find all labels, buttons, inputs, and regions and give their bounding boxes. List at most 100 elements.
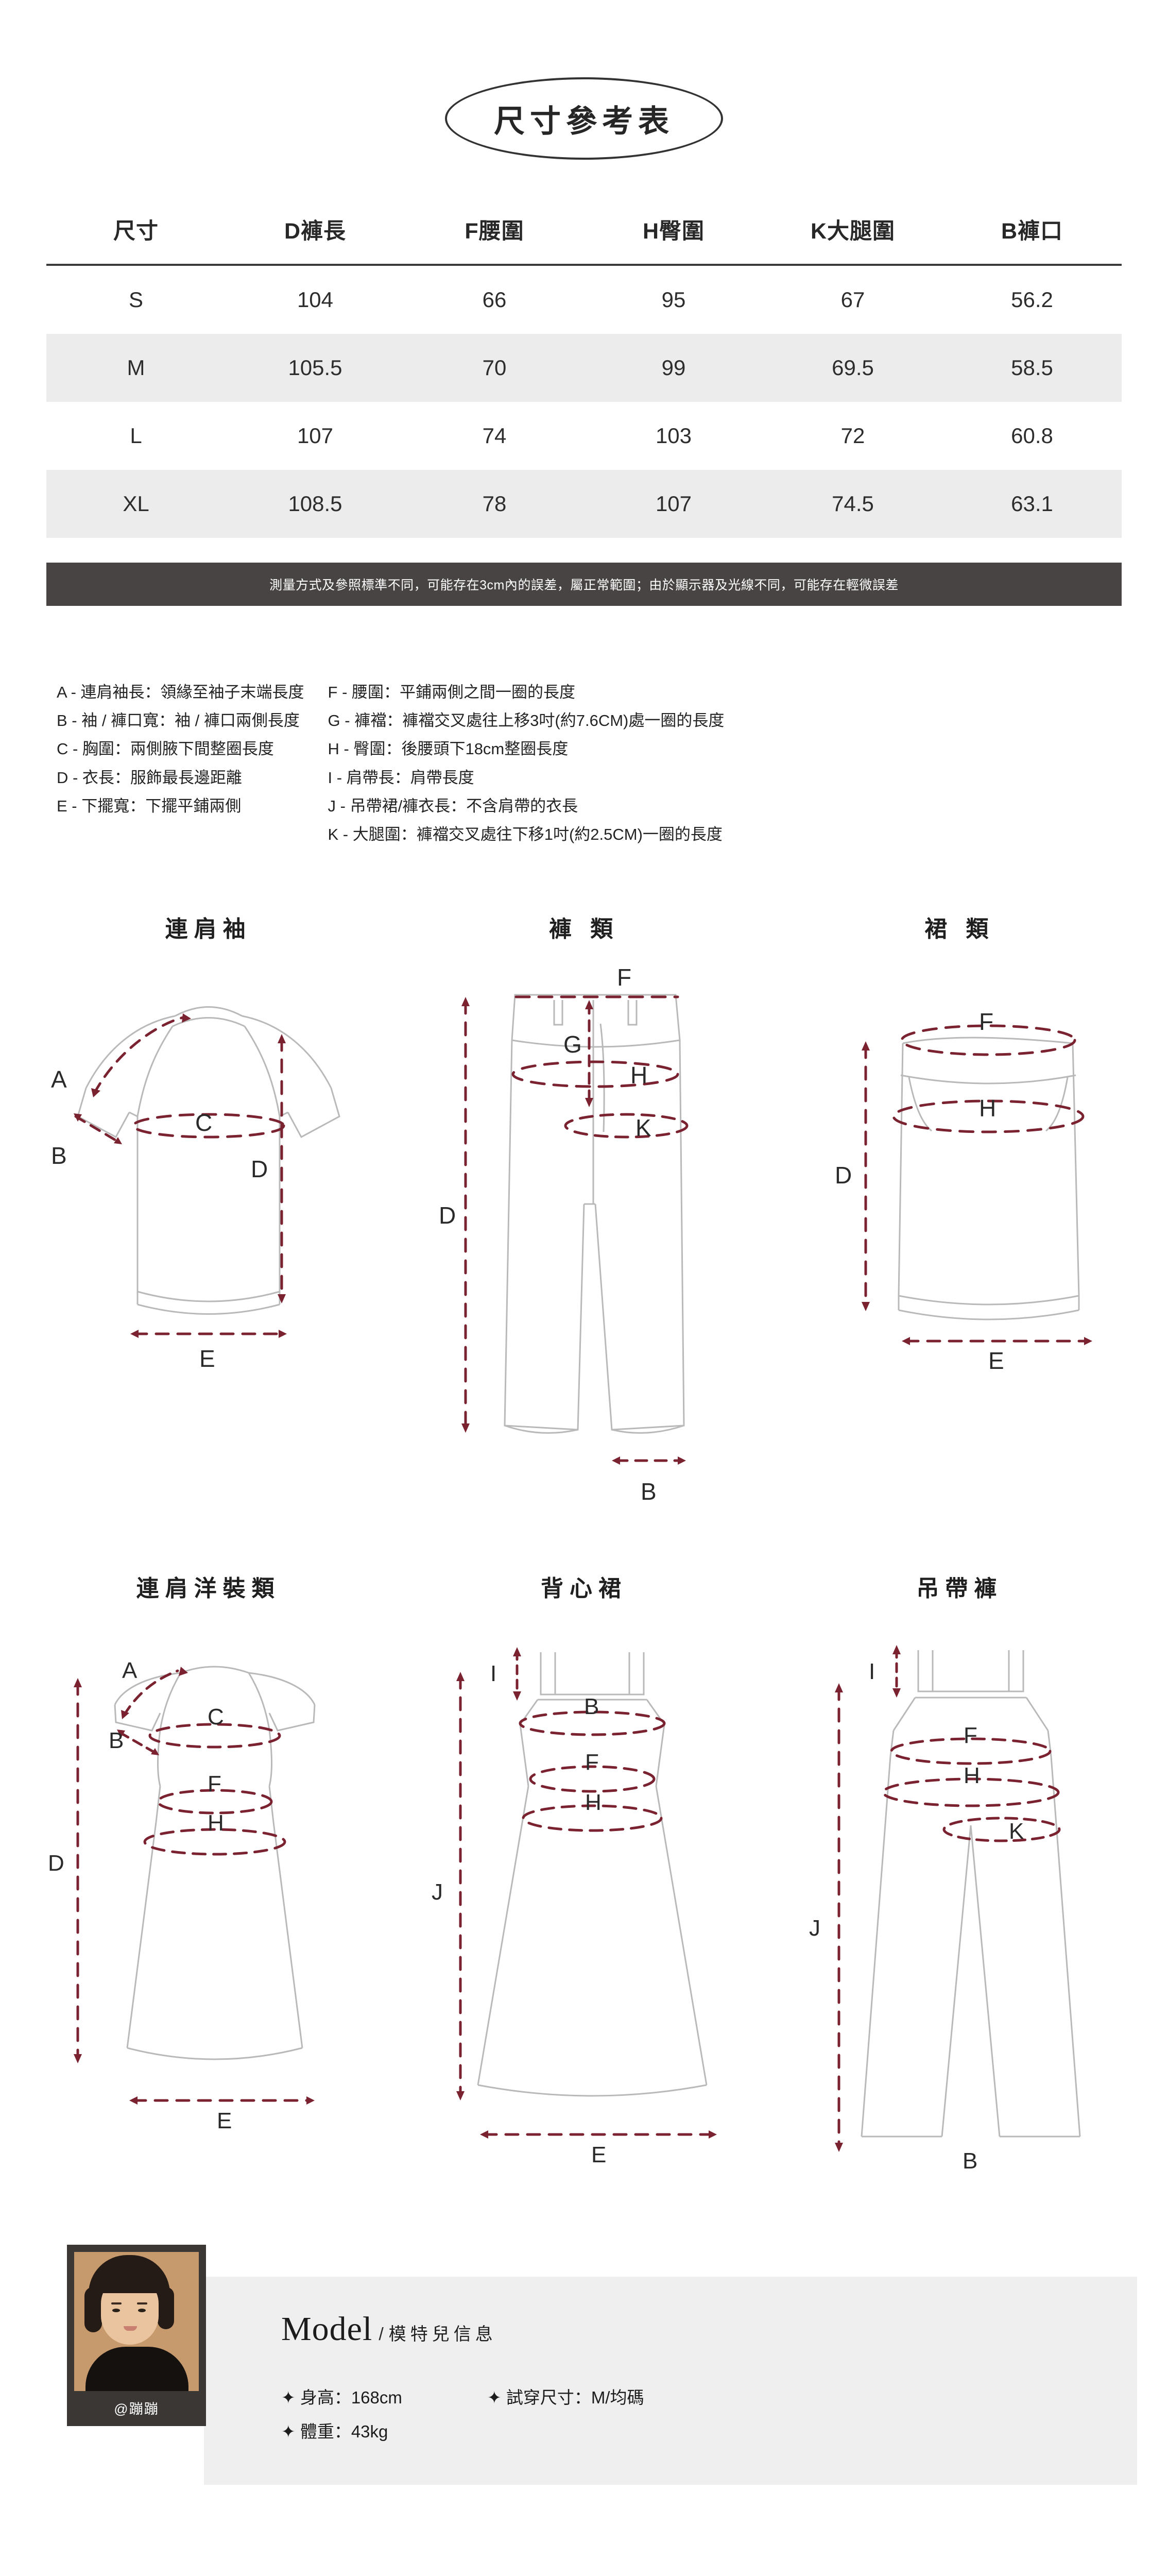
model-spec-row: ✦ 體重：43kg [281,2415,1137,2449]
model-photo-card: @蹦蹦 [67,2245,206,2427]
model-photo [74,2252,199,2392]
raglan-dress-illustration: A B C F H D E [48,1658,316,2133]
model-title-en: Model [281,2310,373,2348]
skirt-illustration: F H D E [835,1008,1093,1374]
model-handle: @蹦蹦 [114,2401,159,2417]
cell-hip: 99 [661,355,686,380]
cell-cuff: 63.1 [1011,492,1053,516]
diagram-skirt: 裙 類 [772,910,1147,1518]
model-try-size: ✦ 試穿尺寸：M/均碼 [487,2388,644,2408]
cell-pant-len: 108.5 [288,492,342,516]
model-brow-left [111,2302,122,2305]
cell-size: L [130,423,142,448]
table-row: S 104 66 95 67 56.2 [46,265,1122,334]
label-D: D [251,1156,268,1182]
label-H: H [585,1790,602,1815]
page-title: 尺寸參考表 [494,104,674,139]
raglan-tee-illustration: A B C D E [51,1006,340,1372]
cell-pant-len: 104 [297,287,334,312]
diagram-heading-pants: 褲 類 [548,917,620,942]
table-header-row: 尺寸 D褲長 F腰圍 H臀圍 K大腿圍 B褲口 [46,206,1122,265]
cell-hip: 95 [661,287,686,312]
garment-diagram-grid: 連肩袖 [21,910,1147,2178]
legend-column-left: A - 連肩袖長：領緣至袖子末端長度 B - 袖 / 褲口寬：袖 / 褲口兩側長… [57,678,304,849]
cell-waist: 74 [482,423,507,448]
col-header-size: 尺寸 [113,219,159,244]
legend-item-f: F - 腰圍：平鋪兩側之間一圈的長度 [328,683,575,701]
col-header-waist: F腰圍 [465,219,524,244]
cell-waist: 66 [482,287,507,312]
label-K: K [635,1114,651,1141]
model-bangs-shape [97,2273,163,2294]
label-H: H [979,1095,996,1122]
col-header-hip: H臀圍 [642,219,705,244]
diagram-heading-overalls: 吊帶褲 [916,1576,1003,1602]
table-row: L 107 74 103 72 60.8 [46,402,1122,470]
model-height: ✦ 身高：168cm [281,2388,402,2408]
legend-item-d: D - 衣長：服飾最長邊距離 [57,768,242,787]
label-D: D [48,1851,64,1876]
label-E: E [199,1345,215,1372]
overalls-illustration: I F H K J B [809,1645,1081,2174]
label-K: K [1009,1819,1024,1844]
model-spec-list: ✦ 身高：168cm ✦ 試穿尺寸：M/均碼 ✦ 體重：43kg [281,2381,1137,2449]
model-eye-left [112,2309,120,2313]
label-C: C [195,1109,212,1136]
col-header-thigh: K大腿圍 [810,219,896,244]
col-header-cuff: B褲口 [1001,219,1063,244]
diagram-heading-raglan-dress: 連肩洋裝類 [136,1576,281,1602]
size-table: 尺寸 D褲長 F腰圍 H臀圍 K大腿圍 B褲口 S 104 66 95 67 5… [46,206,1122,538]
label-B: B [584,1694,599,1719]
legend-column-right: F - 腰圍：平鋪兩側之間一圈的長度 G - 褲襠：褲襠交叉處往上移3吋(約7.… [328,678,1117,849]
cell-thigh: 72 [840,423,865,448]
cell-waist: 70 [482,355,507,380]
model-title-zh: 模特兒信息 [388,2325,497,2345]
cell-thigh: 67 [840,287,865,312]
cell-thigh: 69.5 [832,355,874,380]
label-D: D [835,1162,852,1189]
legend-item-b: B - 袖 / 褲口寬：袖 / 褲口兩側長度 [57,711,300,730]
label-F: F [208,1771,221,1797]
cell-thigh: 74.5 [832,492,874,516]
label-F: F [979,1008,993,1035]
cell-size: S [128,287,143,312]
label-J: J [432,1879,443,1905]
cell-size: XL [123,492,149,516]
label-B: B [51,1142,67,1169]
diagram-heading-pinafore-dress: 背心裙 [540,1576,627,1602]
diagram-row-2: 連肩洋裝類 [21,1570,1147,2178]
cell-hip: 107 [655,492,692,516]
label-J: J [809,1916,820,1941]
size-table-body: S 104 66 95 67 56.2 M 105.5 70 99 69.5 5… [46,265,1122,538]
label-E: E [988,1347,1004,1374]
label-H: H [208,1810,224,1836]
label-B: B [963,2148,977,2174]
legend-item-j: J - 吊帶裙/褲衣長：不含肩帶的衣長 [328,796,578,815]
legend-item-c: C - 胸圍：兩側腋下間整圈長度 [57,740,274,758]
label-E: E [217,2108,232,2133]
legend-item-a: A - 連肩袖長：領緣至袖子末端長度 [57,683,304,701]
label-C: C [208,1704,224,1730]
model-eye-right [138,2309,146,2313]
table-row: M 105.5 70 99 69.5 58.5 [46,334,1122,402]
model-body-silhouette [85,2347,188,2392]
diagram-row-1: 連肩袖 [21,910,1147,1518]
diagram-pinafore-dress: 背心裙 [396,1570,771,2178]
diagram-heading-raglan-tee: 連肩袖 [165,917,252,942]
legend-item-i: I - 肩帶長：肩帶長度 [328,768,474,787]
label-F: F [617,964,631,991]
cell-cuff: 58.5 [1011,355,1053,380]
model-mouth [124,2326,137,2331]
label-E: E [591,2142,606,2167]
cell-cuff: 60.8 [1011,423,1053,448]
table-row: XL 108.5 78 107 74.5 63.1 [46,470,1122,538]
pinafore-dress-illustration: I B F H J E [432,1647,717,2167]
measurement-disclaimer: 測量方式及參照標準不同，可能存在3cm內的誤差，屬正常範圍；由於顯示器及光線不同… [46,563,1122,606]
model-weight: ✦ 體重：43kg [281,2422,388,2442]
label-B: B [109,1728,124,1753]
diagram-raglan-tee: 連肩袖 [21,910,396,1518]
measurement-legend: A - 連肩袖長：領緣至袖子末端長度 B - 袖 / 褲口寬：袖 / 褲口兩側長… [57,678,1117,849]
legend-item-h: H - 臀圍：後腰頭下18cm整圈長度 [328,740,569,758]
page-title-container: 尺寸參考表 [0,0,1168,160]
